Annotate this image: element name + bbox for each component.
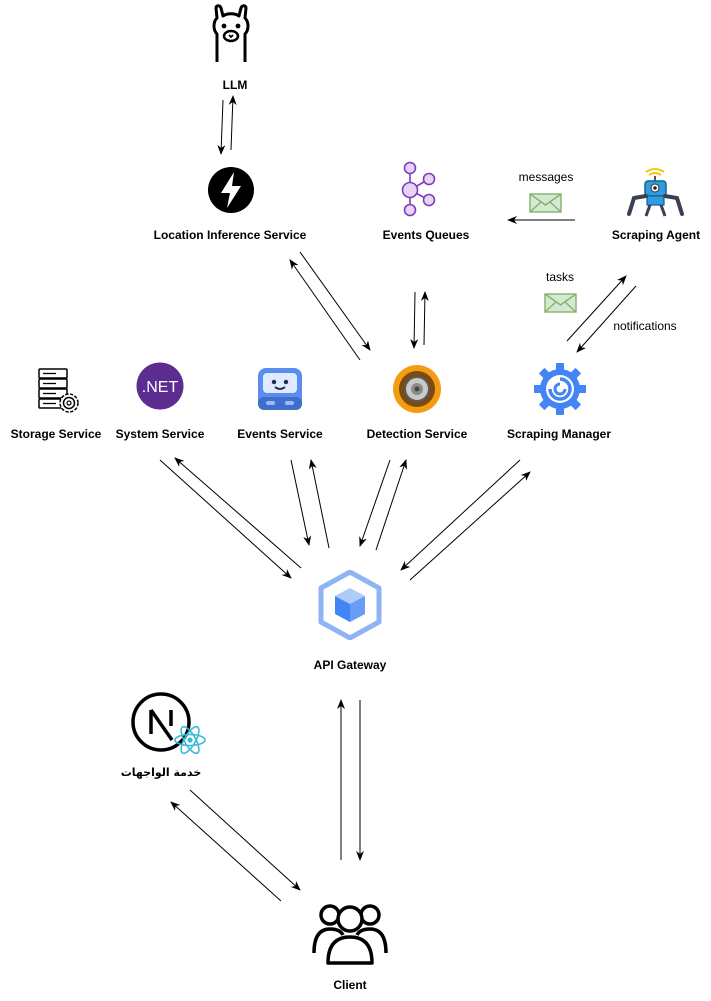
arrow-system-to-gateway: [159, 459, 292, 579]
dotnet-icon-text: .NET: [142, 379, 179, 396]
arrow-detection-to-queues: [420, 291, 429, 346]
users-icon: [312, 904, 388, 965]
llama-icon: [212, 4, 250, 62]
llm-label: LLM: [222, 78, 248, 92]
pager-robot-icon: [258, 368, 302, 410]
detection-service-label: Detection Service: [366, 427, 468, 441]
arrow-agent-to-manager: [576, 285, 637, 353]
arrow-location-to-llm: [228, 95, 237, 151]
nextjs-react-icon: [131, 692, 206, 755]
arrow-manager-to-agent: [566, 275, 627, 342]
arrow-detection-to-location: [289, 259, 361, 361]
notifications-label: notifications: [613, 319, 677, 333]
camera-lens-icon: [393, 365, 441, 413]
location-inference-label: Location Inference Service: [153, 228, 307, 242]
kafka-icon: [401, 161, 436, 217]
messages-label: messages: [518, 170, 574, 184]
arrow-queues-to-detection: [410, 291, 419, 349]
gear-swirl-icon: [534, 363, 586, 415]
robot-icon: [627, 168, 684, 217]
events-service-label: Events Service: [237, 427, 323, 441]
arrow-gateway-to-system: [174, 457, 302, 569]
arrow-gateway-to-manager: [409, 471, 531, 581]
lightning-icon: [208, 167, 254, 213]
events-queues-label: Events Queues: [382, 228, 470, 242]
arrow-client-to-frontend: [170, 801, 282, 902]
arrow-gateway-to-events: [308, 459, 330, 549]
arrow-location-to-detection: [299, 251, 371, 351]
tasks-label: tasks: [545, 270, 575, 284]
storage-server-icon: [38, 368, 79, 413]
scraping-agent-label: Scraping Agent: [611, 228, 701, 242]
scraping-manager-label: Scraping Manager: [506, 427, 612, 441]
envelope-icon: [544, 293, 577, 313]
arrow-events-to-gateway: [290, 459, 312, 546]
dotnet-icon: .NET: [136, 362, 184, 410]
client-label: Client: [333, 978, 367, 992]
arrow-llm-to-location: [217, 99, 226, 155]
arrow-gateway-to-detection: [375, 459, 407, 551]
storage-service-label: Storage Service: [10, 427, 102, 441]
api-gateway-label: API Gateway: [313, 658, 387, 672]
arrow-manager-to-gateway: [400, 459, 521, 571]
arrow-detection-to-gateway: [359, 459, 391, 547]
arrow-frontend-to-client: [189, 789, 301, 891]
frontend-service-label: خدمة الواجهات: [120, 766, 202, 779]
cube-hexagon-icon: [318, 570, 382, 640]
system-service-label: System Service: [115, 427, 205, 441]
envelope-icon: [529, 193, 562, 213]
